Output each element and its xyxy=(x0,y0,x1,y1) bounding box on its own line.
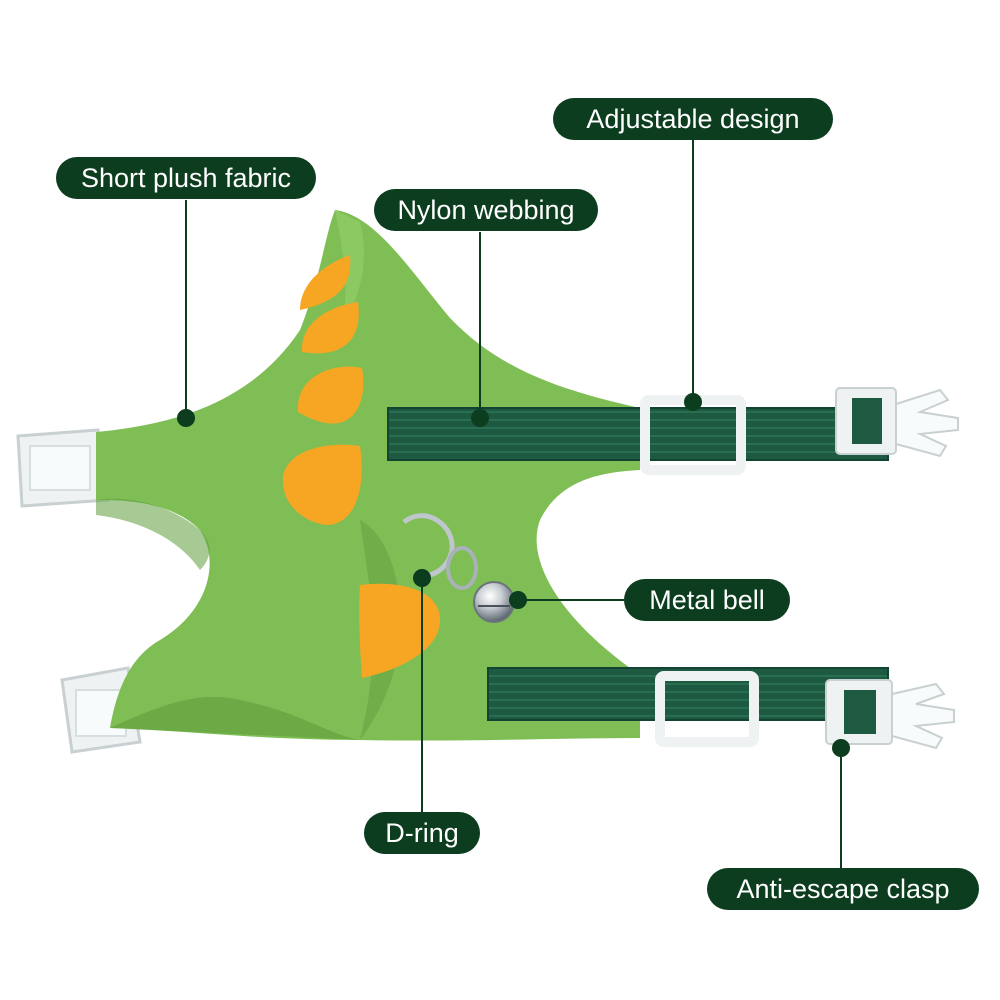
label-metal-bell: Metal bell xyxy=(624,579,790,621)
bottom-slider xyxy=(655,671,759,747)
orange-spikes xyxy=(282,255,440,678)
top-right-buckle xyxy=(835,387,959,458)
label-adjustable-design: Adjustable design xyxy=(553,98,833,140)
dot-plush xyxy=(177,409,195,427)
metal-bell-icon xyxy=(473,581,515,623)
top-strap xyxy=(387,407,889,461)
label-short-plush-fabric: Short plush fabric xyxy=(56,157,316,199)
label-nylon-webbing: Nylon webbing xyxy=(374,189,598,231)
d-ring xyxy=(402,513,478,590)
dot-adjustable xyxy=(684,393,702,411)
dot-clasp xyxy=(832,739,850,757)
dot-dring xyxy=(413,569,431,587)
dot-nylon xyxy=(471,409,489,427)
dot-bell xyxy=(509,591,527,609)
label-anti-escape-clasp: Anti-escape clasp xyxy=(707,868,979,910)
left-top-buckle xyxy=(16,428,110,508)
label-d-ring: D-ring xyxy=(364,812,480,854)
bottom-right-buckle xyxy=(825,679,955,750)
